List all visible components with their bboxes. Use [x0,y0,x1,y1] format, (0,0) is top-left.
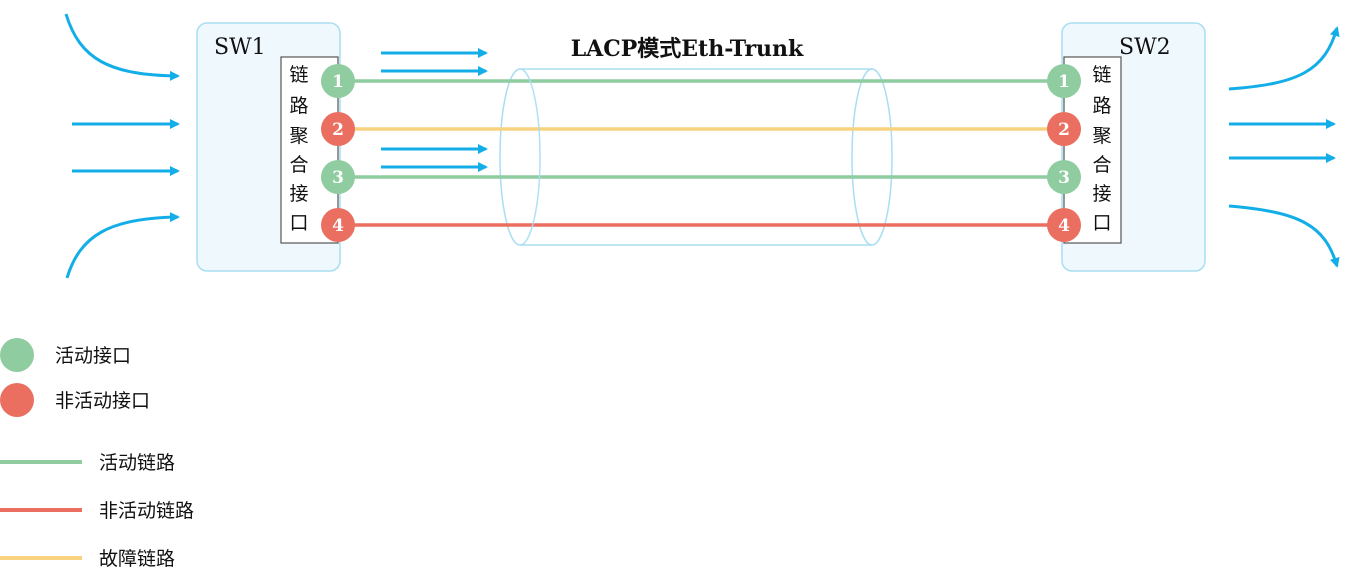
legend-active-interface-swatch [0,338,34,372]
legend-active-link-label: 活动链路 [99,452,175,474]
member-links [338,79,1064,227]
aggregation-label-char: 合 [289,154,308,176]
sw2-port-4 [1047,208,1081,242]
aggregation-label-char: 接 [289,183,308,205]
aggregation-label-char: 聚 [289,125,308,147]
aggregation-label-char: 链 [289,64,308,86]
member-ports: 1 1 2 2 3 3 4 4 [321,64,1081,242]
legend-inactive-interface-swatch [0,383,34,417]
sw2-port-4-number: 4 [1058,216,1070,236]
sw2-port-3-number: 3 [1058,168,1070,188]
aggregation-label-char: 路 [289,95,308,117]
aggregation-label-char: 路 [1092,95,1111,117]
trunk-traffic-arrows [381,48,488,172]
sw1-port-4-number: 4 [332,216,344,236]
legend-inactive-link-label: 非活动链路 [99,500,194,522]
aggregation-label-char: 接 [1092,183,1111,205]
trunk-tube-front-arc [519,68,541,246]
outgoing-arrow-1 [1228,26,1340,91]
aggregation-label-char: 合 [1092,154,1111,176]
sw2-port-2-number: 2 [1058,120,1070,140]
outgoing-traffic-arrows [1228,26,1340,268]
sw2-port-2 [1047,112,1081,146]
aggregation-label-char: 口 [1092,212,1111,234]
aggregation-label-char: 聚 [1092,125,1111,147]
outgoing-arrow-4 [1228,204,1340,268]
incoming-arrow-4 [65,212,180,279]
sw1-port-4 [321,208,355,242]
sw1-port-3-number: 3 [332,168,344,188]
sw1-port-2-number: 2 [332,120,344,140]
sw1-port-2 [321,112,355,146]
sw2-port-1-number: 1 [1058,72,1070,92]
sw1-port-1-number: 1 [332,72,344,92]
trunk-title: LACP模式Eth-Trunk [571,36,804,62]
sw2-port-1 [1047,64,1081,98]
legend-fault-link-label: 故障链路 [99,548,175,570]
sw1-port-1 [321,64,355,98]
sw1-port-3 [321,160,355,194]
legend-active-interface-label: 活动接口 [55,345,131,367]
aggregation-label-char: 口 [289,212,308,234]
trunk-tube-right-end [851,68,893,246]
switch-sw1-name: SW1 [214,35,266,60]
switch-sw2-name: SW2 [1119,35,1171,60]
trunk-tube-body [499,68,872,246]
legend-inactive-interface-label: 非活动接口 [55,390,150,412]
incoming-arrow-1 [64,13,180,81]
aggregation-label-char: 链 [1092,64,1111,86]
sw2-port-3 [1047,160,1081,194]
incoming-traffic-arrows [64,13,180,279]
